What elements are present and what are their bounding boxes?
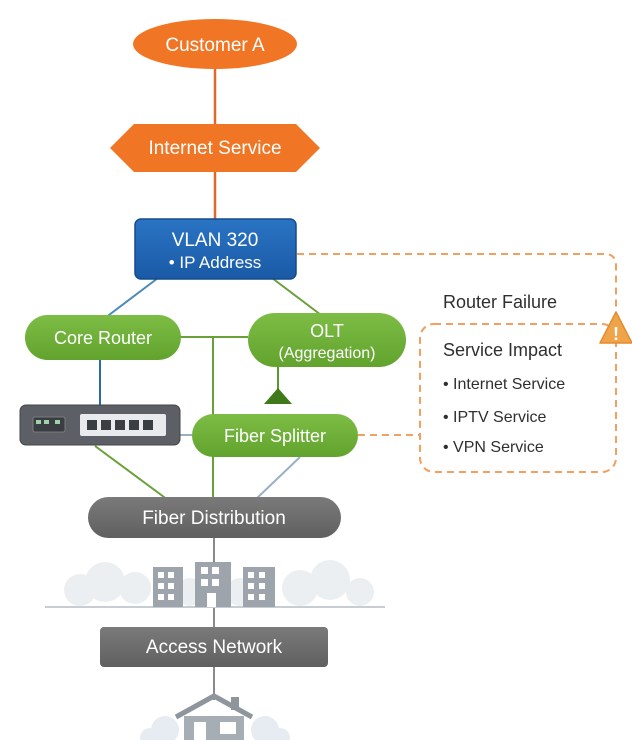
link-vlan-core xyxy=(104,277,159,319)
link-switch-distribution xyxy=(94,445,169,501)
warning-icon: ! xyxy=(599,311,632,344)
fiber-distribution-label: Fiber Distribution xyxy=(142,508,286,529)
failure-paths xyxy=(297,253,617,436)
access-network-node[interactable]: Access Network xyxy=(100,627,328,667)
impact-item-vpn: • VPN Service xyxy=(443,439,544,456)
internet-service-node[interactable]: Internet Service xyxy=(110,124,320,172)
core-router-label: Core Router xyxy=(54,328,152,348)
olt-subtitle: (Aggregation) xyxy=(279,345,376,362)
service-impact-title: Service Impact xyxy=(443,340,562,360)
internet-service-label: Internet Service xyxy=(148,138,281,159)
vlan-title: VLAN 320 xyxy=(172,230,259,251)
link-vlan-olt xyxy=(271,277,326,319)
fiber-splitter-node[interactable]: Fiber Splitter xyxy=(192,414,358,457)
network-switch-icon[interactable] xyxy=(19,404,181,446)
olt-arrow-icon xyxy=(264,388,292,404)
service-impact-panel: Service Impact • Internet Service • IPTV… xyxy=(419,323,617,473)
impact-item-iptv: • IPTV Service xyxy=(443,409,547,426)
olt-title: OLT xyxy=(310,321,344,341)
customer-node[interactable]: Customer A xyxy=(133,19,297,69)
impact-item-internet: • Internet Service xyxy=(443,376,565,393)
core-router-node[interactable]: Core Router xyxy=(25,315,181,360)
city-buildings-icon xyxy=(45,560,385,608)
fiber-distribution-node[interactable]: Fiber Distribution xyxy=(88,497,341,538)
vlan-subtitle: • IP Address xyxy=(169,253,262,272)
olt-node[interactable]: OLT (Aggregation) xyxy=(248,313,406,367)
vlan-node[interactable]: VLAN 320 • IP Address xyxy=(134,218,297,280)
customer-label: Customer A xyxy=(165,35,265,56)
dashed-path-vlan-warning xyxy=(297,253,617,313)
fiber-splitter-label: Fiber Splitter xyxy=(224,426,326,446)
router-failure-title: Router Failure xyxy=(443,292,557,312)
link-splitter-distribution xyxy=(254,456,301,501)
warning-glyph: ! xyxy=(613,324,619,344)
access-network-label: Access Network xyxy=(146,637,283,658)
home-icon xyxy=(140,693,290,740)
